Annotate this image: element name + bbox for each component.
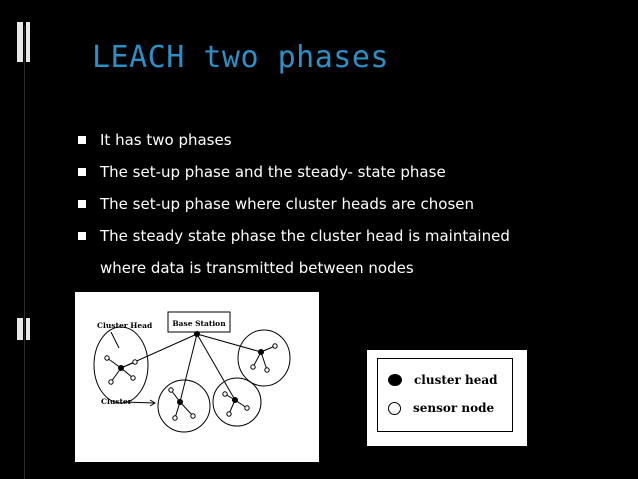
list-item: It has two phases [78,124,618,156]
cluster-ellipse [237,329,291,387]
network-diagram: Base Station Cluster Head Cluster [75,292,319,462]
legend: cluster head sensor node [367,350,527,446]
hollow-circle-icon [388,401,401,415]
vertical-divider [24,26,25,479]
cluster-head-node [118,365,124,371]
cluster-ellipse [157,379,211,433]
list-item: The set-up phase and the steady- state p… [78,156,618,188]
bullet-marker-icon [78,168,86,176]
list-item: The steady state phase the cluster head … [78,220,618,284]
slide-title: LEACH two phases [92,40,389,75]
cluster-ellipse [93,326,149,404]
base-station-node [194,331,200,337]
legend-row-cluster-head: cluster head [388,373,498,387]
base-station-label: Base Station [172,319,226,328]
bullet-text: The set-up phase where cluster heads are… [100,195,474,213]
filled-circle-icon [388,374,402,386]
bullet-marker-icon [78,136,86,144]
list-item: The set-up phase where cluster heads are… [78,188,618,220]
legend-row-sensor-node: sensor node [388,401,494,415]
legend-cluster-head-label: cluster head [414,373,498,387]
cluster-head-node [177,399,183,405]
cluster-head-node [258,349,264,355]
bullet-text: It has two phases [100,131,232,149]
bullet-marker-icon [78,200,86,208]
bullet-text: The steady state phase the cluster head … [100,227,510,245]
cluster-ellipse [212,377,262,427]
cluster-head-label: Cluster Head [97,321,153,330]
legend-frame: cluster head sensor node [377,358,513,432]
bullet-text: The set-up phase and the steady- state p… [100,163,446,181]
cluster-label: Cluster [101,397,133,406]
cluster-head-node [232,397,238,403]
bullet-marker-icon [78,232,86,240]
bullet-list: It has two phases The set-up phase and t… [78,124,618,284]
bullet-continuation: where data is transmitted between nodes [100,259,414,277]
legend-sensor-node-label: sensor node [413,401,495,415]
